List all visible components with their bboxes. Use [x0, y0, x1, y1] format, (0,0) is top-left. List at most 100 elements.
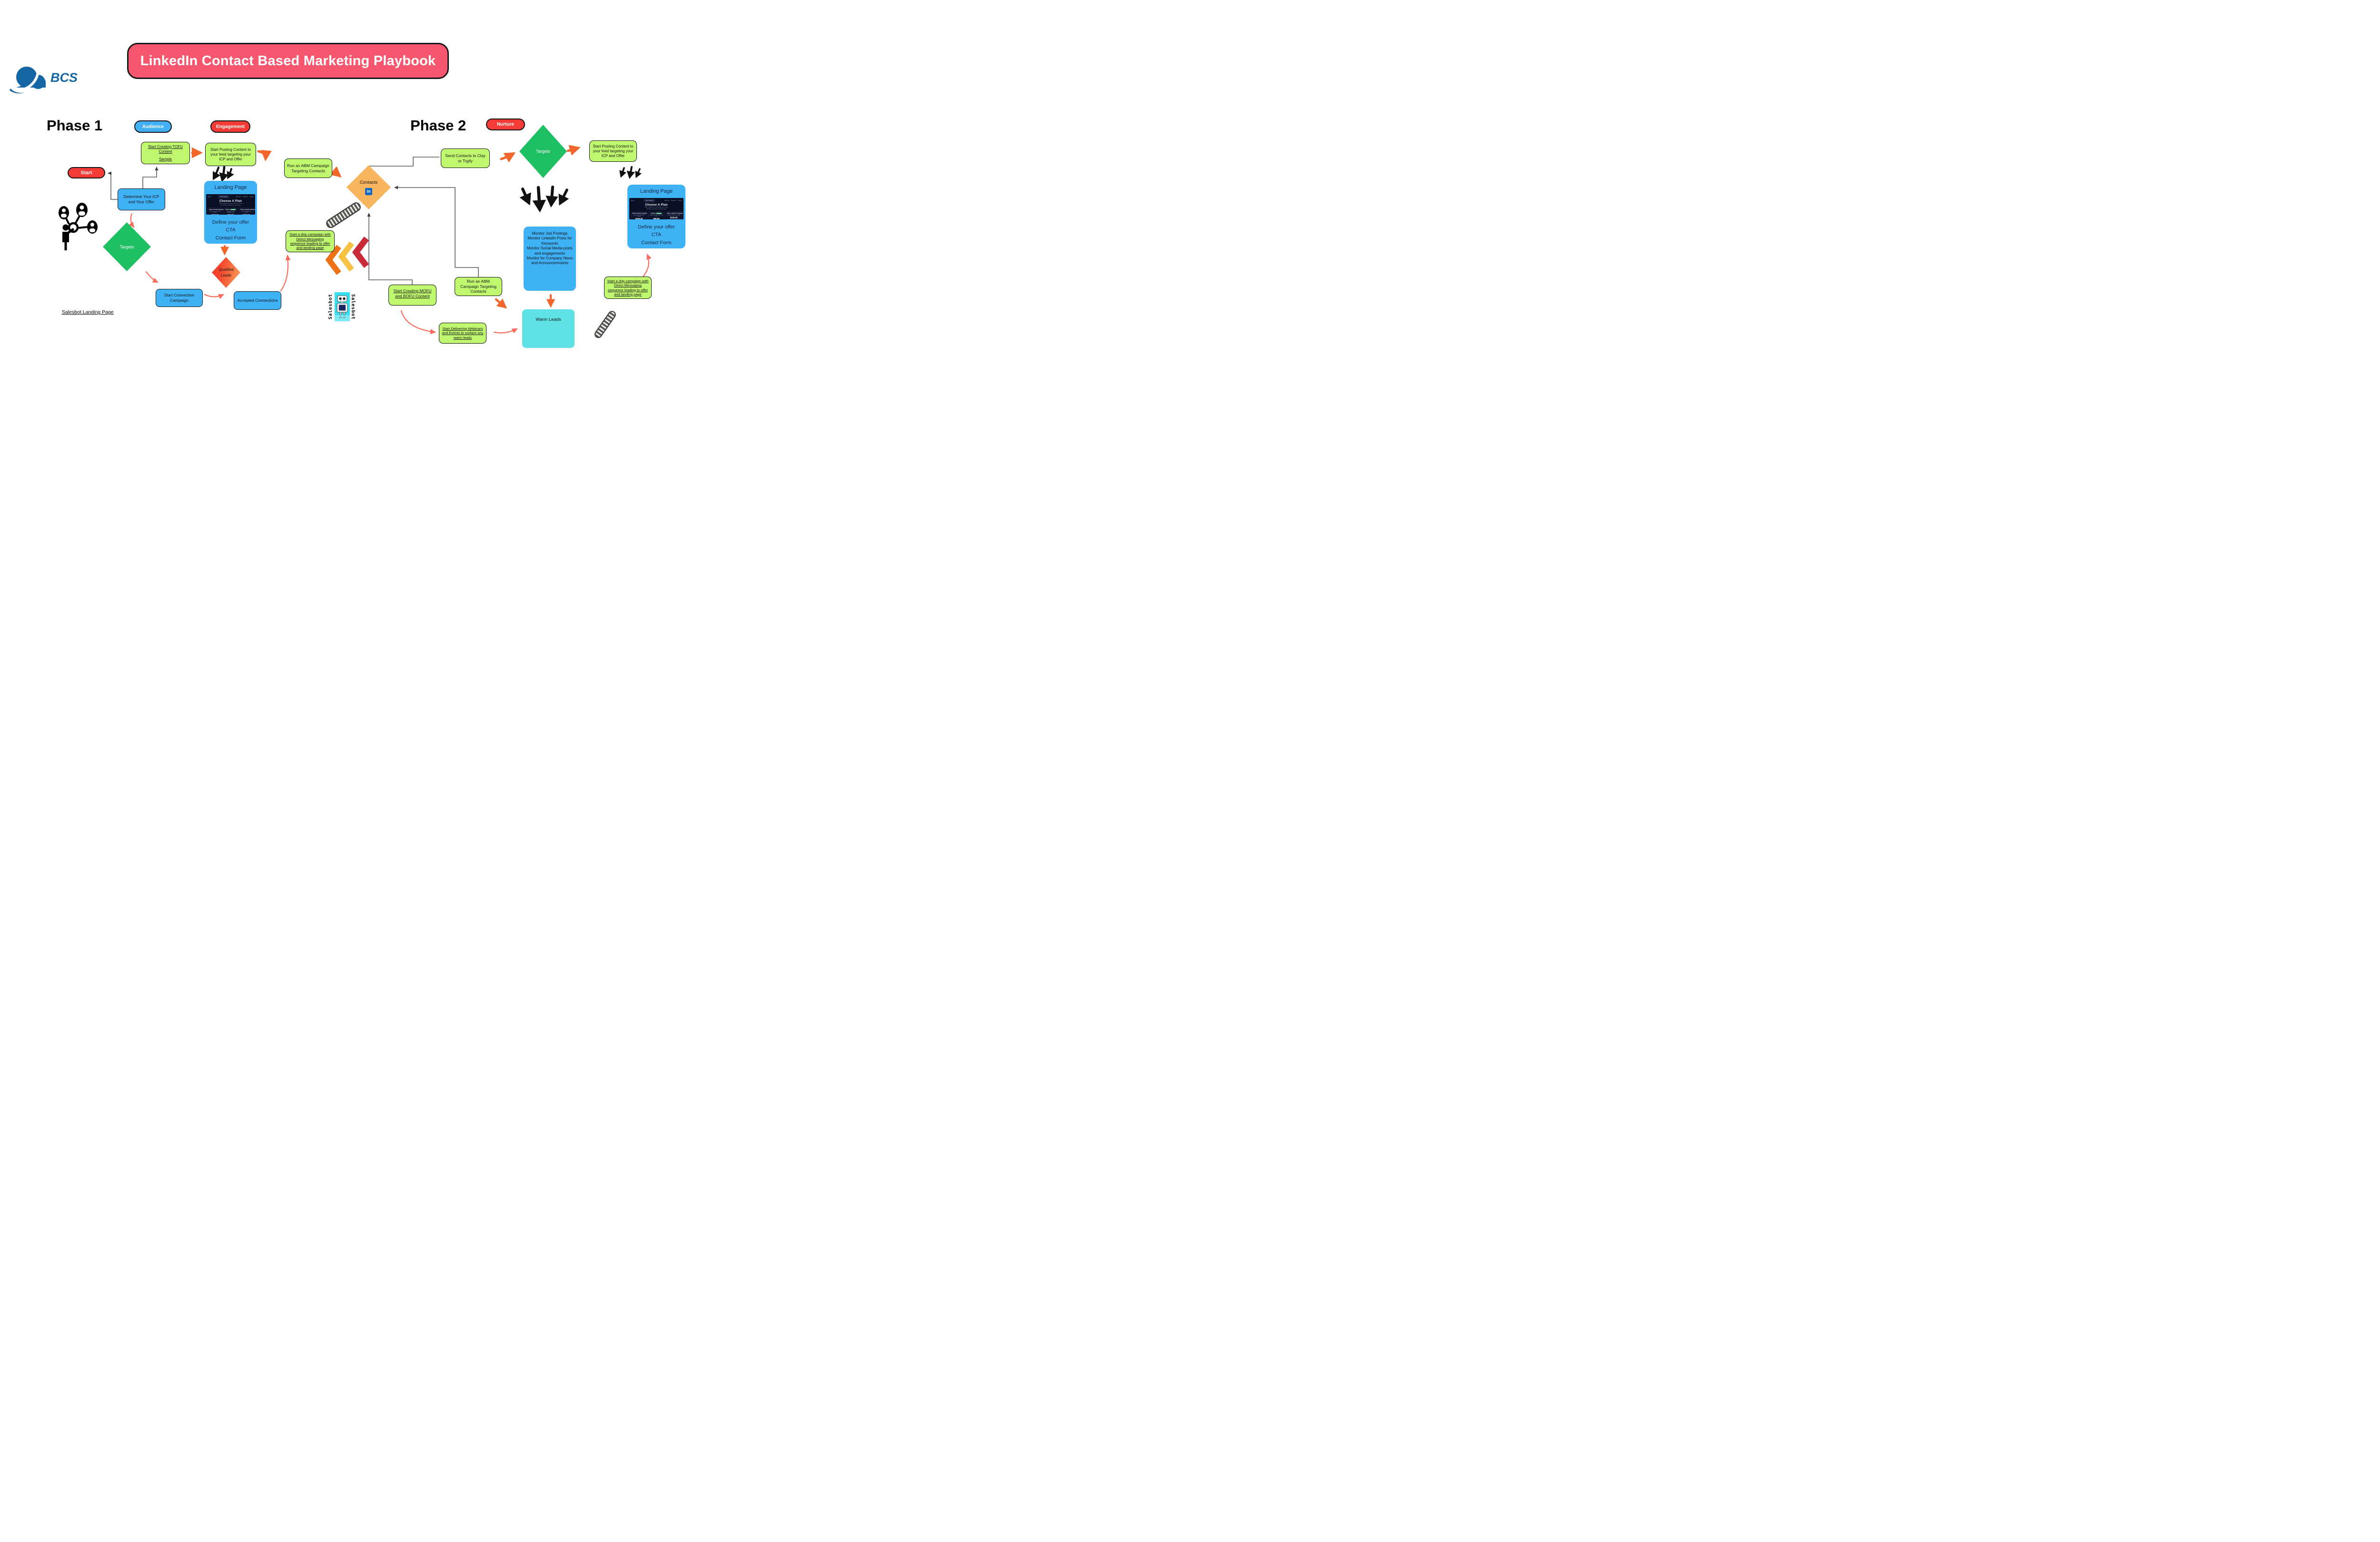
card-title: Add a LinkedIn Campaign — [240, 208, 255, 210]
salesbot-label-left: Salesbot — [328, 294, 333, 320]
landing-page-notes: Define your offer CTA Contact Form — [212, 218, 249, 242]
start-posting-box-1: Start Posting Content to your feed targe… — [205, 143, 256, 166]
webinars-box[interactable]: Start Delivering Webinars and Events to … — [439, 323, 486, 344]
nav-pricing[interactable]: Pricing — [249, 196, 254, 198]
nav-pricing[interactable]: Pricing — [678, 200, 682, 201]
shot-subline-1: Plans designed to scale with your needs — [218, 203, 243, 204]
card-price: $99.99 — [653, 217, 660, 220]
robot-icon — [335, 295, 350, 321]
nav-reviews[interactable]: Reviews — [236, 196, 241, 198]
striped-tube-icon — [594, 311, 616, 338]
card-price: $199.99 — [635, 217, 643, 220]
card-title: Add an Email Campaign — [209, 208, 224, 210]
card-title: Add a LinkedIn Campaign — [667, 212, 683, 214]
qualified-leads-label: Leads — [221, 273, 231, 277]
free-sample-button[interactable]: Free Sample — [644, 199, 655, 202]
linkedin-icon: in — [365, 188, 372, 195]
landing-page-box-1: Landing Page BCS Free Sample Reviews Fea… — [204, 181, 257, 244]
shot-headline: Choose A Plan — [645, 203, 668, 207]
striped-tube-icon — [326, 202, 361, 228]
landing-page-screenshot: BCS Free Sample Reviews Features Pricing… — [629, 198, 684, 220]
monitor-line: Monitor Job Postings — [532, 231, 568, 236]
monitor-line: Monitor LinkedIn Posts for Keywords — [527, 236, 572, 246]
playbook-canvas: BCS LinkedIn Contact Based Marketing Pla… — [0, 0, 685, 386]
salesbot-robot-image — [335, 292, 350, 321]
card-price: $99.99 — [225, 214, 237, 215]
warm-leads-box: Warm Leads — [522, 309, 575, 348]
nav-reviews[interactable]: Reviews — [664, 200, 670, 201]
card-per: per person, per month USD — [667, 218, 681, 220]
bcs-logo-text: BCS — [50, 70, 78, 85]
card-price: $199.99 — [240, 214, 252, 215]
qualified-leads-diamond: Qualified Leads — [212, 257, 240, 288]
accepted-connections-box: Accepted Connections — [234, 291, 281, 310]
card-title: Startup — [225, 208, 230, 210]
landing-page-title: Landing Page — [214, 185, 247, 190]
start-pill: Start — [68, 167, 105, 178]
monitor-box: Monitor Job Postings Monitor LinkedIn Po… — [524, 227, 576, 291]
card-title: Startup — [651, 212, 656, 214]
shot-headline: Choose A Plan — [219, 199, 242, 203]
pricing-card: Add a LinkedIn Campaign LinkedIn Outreac… — [239, 208, 255, 215]
black-sketch-arrows — [212, 166, 642, 213]
card-price: $199.99 — [670, 216, 678, 219]
tofu-content-box: Start Creating TOFU Content Sample — [141, 142, 190, 164]
shot-logo: BCS — [208, 196, 211, 198]
people-network-icon — [59, 203, 98, 250]
salesbot-landing-page-link[interactable]: Salesbot Landing Page — [62, 309, 114, 315]
landing-note: Define your offer — [638, 224, 675, 230]
nurture-pill: Nurture — [486, 119, 525, 130]
landing-note: CTA — [226, 227, 236, 233]
qualified-leads-label: Qualified — [218, 267, 234, 272]
bcs-logo-icon — [10, 62, 46, 94]
nav-features[interactable]: Features — [671, 200, 676, 201]
contacts-diamond: Contacts in — [347, 165, 391, 209]
free-sample-button[interactable]: Free Sample — [218, 195, 229, 198]
card-subtitle: Targeted Leads Delivered to you — [649, 214, 664, 217]
card-subtitle: LinkedIn Outreach at Scale — [241, 210, 251, 213]
monitor-line: Monitor Social Media posts and engagemen… — [526, 246, 573, 256]
landing-page-screenshot: BCS Free Sample Reviews Features Pricing… — [206, 194, 255, 215]
drip-campaign-box-1[interactable]: Start a drip campaign with Direct Messag… — [286, 230, 335, 252]
drip-campaign-box-2[interactable]: Start a drip campaign with Direct Messag… — [604, 277, 652, 299]
targets-diamond-1: Targets — [103, 222, 151, 271]
shot-subline-2: For Sole Proprietors and Founders — [646, 208, 667, 210]
shot-subline-2: For Sole Proprietors and Founders — [220, 205, 241, 207]
sample-link[interactable]: Sample — [159, 157, 172, 161]
mofu-content-box[interactable]: Start Creating MOFU and BOFU Content — [388, 285, 436, 306]
landing-page-title: Landing Page — [640, 188, 673, 194]
landing-note: Contact Form — [641, 239, 672, 246]
start-posting-box-2: Start Posting Content to your feed targe… — [589, 140, 637, 162]
card-subtitle: Reach out to your ICP's Directly — [209, 210, 221, 213]
card-subtitle: Targeted Leads Delivered to you — [227, 210, 235, 213]
phase2-heading: Phase 2 — [410, 117, 466, 134]
contacts-label: Contacts — [359, 179, 378, 185]
nav-features[interactable]: Features — [242, 196, 248, 198]
popular-badge: Popular — [230, 208, 237, 210]
card-subtitle: LinkedIn Outreach at Scale — [667, 214, 681, 216]
landing-note: CTA — [651, 232, 662, 238]
connection-campaign-box: Start Connection Campaign — [156, 289, 203, 307]
monitor-line: Monitor for Company News and Announcemne… — [526, 256, 573, 266]
tofu-content-link[interactable]: Start Creating TOFU Content — [148, 144, 183, 154]
pricing-card: Add an Email Campaign Reach out to your … — [208, 208, 224, 215]
abm-campaign-box-2: Run an ABM Campaign Targeting Contacts — [455, 277, 502, 296]
salesbot-label-right: Salesbot — [350, 294, 356, 320]
page-title: LinkedIn Contact Based Marketing Playboo… — [127, 43, 449, 79]
targets-diamond-2: Targets — [519, 125, 567, 178]
abm-campaign-box-1: Run an ABM Campaign Targeting Contacts — [284, 158, 332, 178]
landing-page-box-2: Landing Page BCS Free Sample Reviews Fea… — [627, 185, 685, 248]
landing-note: Contact Form — [215, 235, 246, 241]
audience-pill: Audience — [134, 120, 172, 133]
card-subtitle: Reach out to your ICP's Directly — [633, 214, 645, 217]
card-price: $199.99 — [209, 214, 221, 215]
phase1-heading: Phase 1 — [47, 117, 103, 134]
landing-note: Define your offer — [212, 219, 249, 226]
pricing-card: Add a LinkedIn Campaign LinkedIn Outreac… — [665, 211, 683, 220]
shot-logo: BCS — [631, 199, 635, 202]
card-title: Add an Email Campaign — [632, 212, 647, 214]
shot-subline-1: Plans designed to scale with your needs — [645, 207, 668, 208]
send-clay-box: Send Contacts to Clay or Trgify — [441, 148, 490, 168]
